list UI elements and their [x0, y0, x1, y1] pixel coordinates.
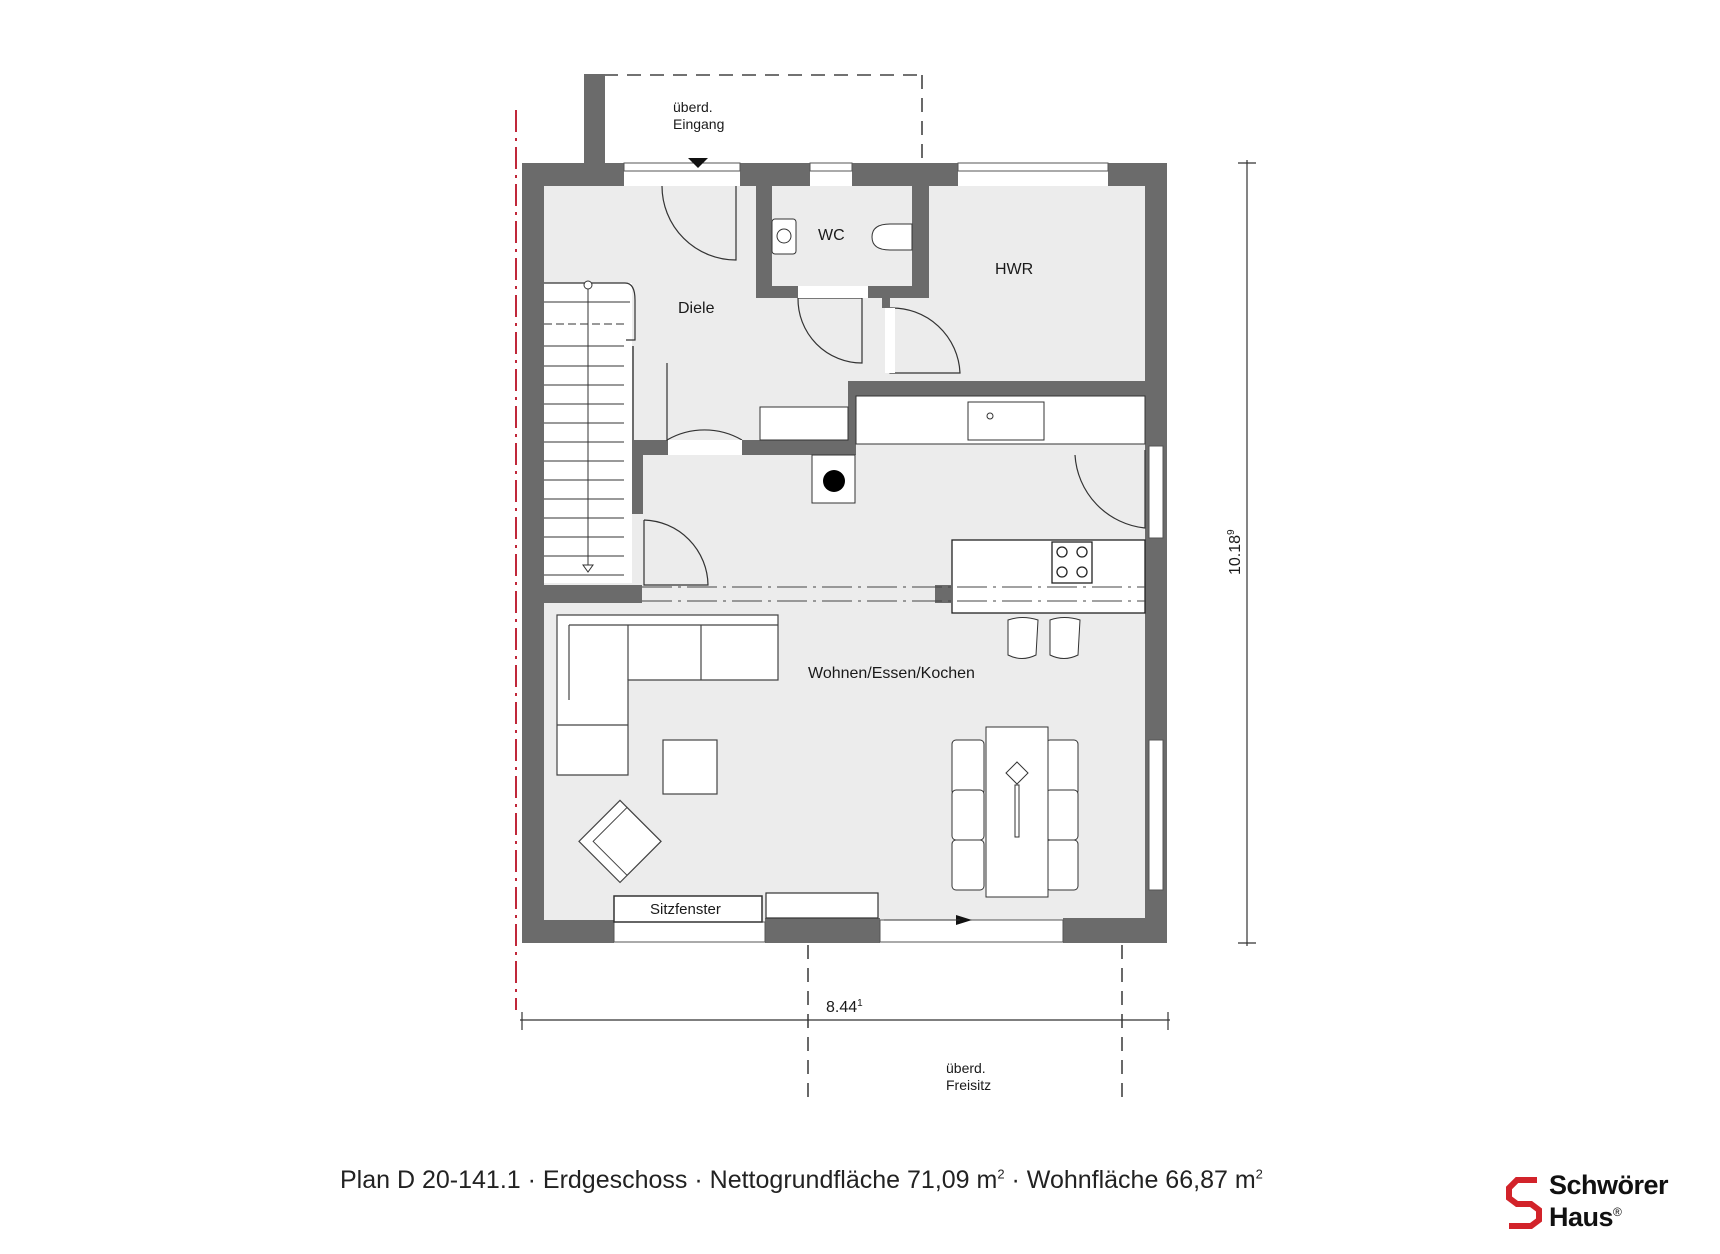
label-living: Wohnen/Essen/Kochen: [808, 665, 975, 682]
label-sitzfenster: Sitzfenster: [650, 901, 721, 918]
floor-name: Erdgeschoss: [542, 1166, 688, 1194]
covered-terrace-outline: [807, 945, 1123, 1100]
covered-entrance-outline: [604, 74, 923, 163]
label-diele: Diele: [678, 300, 715, 317]
sofa: [556, 614, 779, 776]
windows-bottom: [613, 919, 1064, 943]
door-opening: [885, 308, 895, 373]
wc-fixtures: [771, 218, 913, 255]
plan-caption: Plan D 20-141.1 · Erdgeschoss · Nettogru…: [340, 1166, 1263, 1194]
kitchen-counter: [759, 395, 1146, 445]
label-terrace-line1: überd.: [946, 1060, 986, 1076]
brand-logo: Schwörer Haus®: [1505, 1172, 1705, 1232]
bench: [765, 892, 879, 919]
beam-lines: [642, 586, 1145, 602]
entrance-wall-stub: [584, 74, 605, 166]
windows-right: [1148, 445, 1164, 891]
armchair: [578, 799, 662, 884]
bar-stools: [1007, 617, 1081, 659]
label-wc: WC: [818, 227, 845, 244]
height-dimension-value: 10.189: [1226, 529, 1244, 575]
coffee-table: [662, 739, 718, 795]
plan-id: Plan D 20-141.1: [340, 1166, 521, 1194]
label-entrance-line1: überd.: [673, 99, 713, 115]
width-dimension-value: 8.441: [826, 998, 863, 1016]
door-opening: [798, 286, 868, 298]
door-opening: [668, 440, 742, 455]
label-entrance-line2: Eingang: [673, 116, 724, 132]
window-seat: [613, 895, 763, 923]
windows-top: [623, 162, 1109, 172]
door-swings: [643, 185, 1146, 586]
outer-walls: [522, 163, 1167, 943]
living-area: Wohnfläche 66,87 m: [1026, 1166, 1256, 1194]
label-terrace-line2: Freisitz: [946, 1077, 991, 1093]
wc-walls: [756, 186, 929, 308]
label-hwr: HWR: [995, 261, 1033, 278]
dining-set: [951, 726, 1079, 898]
chimney-stove-icon: [823, 470, 845, 492]
entrance-arrow-icon: [688, 158, 708, 168]
staircase: [544, 280, 636, 583]
net-area: Nettogrundfläche 71,09 m: [709, 1166, 998, 1194]
logo-line2: Haus: [1549, 1202, 1614, 1232]
sliding-door-arrow-icon: [956, 915, 972, 925]
logo-line1: Schwörer: [1549, 1170, 1669, 1200]
width-dimension-line: [520, 1012, 1170, 1030]
kitchen-island: [951, 539, 1146, 614]
height-dimension-line: [1238, 160, 1256, 946]
schwoerer-s-icon: [1506, 1177, 1542, 1229]
